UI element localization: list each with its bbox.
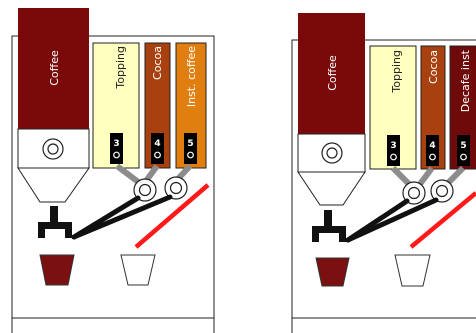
canister-number-badge — [387, 135, 400, 166]
canister-number-badge — [184, 133, 197, 164]
mixer-left-icon — [402, 181, 426, 205]
valve-icon — [113, 151, 120, 159]
mixer-left-icon — [133, 178, 157, 202]
coffee-hopper — [298, 13, 365, 134]
grinder-target-icon — [321, 142, 343, 164]
dispense-tubes — [71, 194, 173, 240]
empty-cup — [120, 254, 156, 286]
canister-label: Topping — [114, 46, 127, 90]
canister-label: Cocoa — [427, 50, 440, 84]
machine-1: Coffee Topping 3 Cocoa — [11, 8, 215, 333]
red-bar — [409, 191, 476, 249]
canister-label: Inst. coffee — [185, 46, 198, 107]
canister-label: Topping — [390, 50, 403, 94]
canister-number: 5 — [460, 141, 466, 151]
coffee-hopper-label: Coffee — [326, 55, 339, 91]
canister-inst-coffee: Inst. coffee 5 — [175, 42, 207, 169]
empty-cup — [394, 254, 431, 287]
coffee-hopper-label: Coffee — [48, 50, 61, 86]
canister-number-badge — [457, 135, 470, 166]
canister-decafe-inst: Decafe inst 5 — [449, 45, 476, 170]
canister-number: 5 — [187, 139, 193, 149]
canister-topping: Topping 3 — [92, 42, 140, 169]
brewer-icon — [312, 210, 346, 242]
canister-number: 3 — [390, 141, 396, 151]
canister-topping: Topping 3 — [369, 45, 417, 170]
valve-icon — [154, 151, 161, 159]
valve-icon — [187, 151, 194, 159]
valve-icon — [460, 153, 467, 161]
mixer-right-icon — [430, 179, 454, 203]
feed-bars — [390, 165, 466, 189]
dispense-tubes — [345, 197, 439, 243]
canister-number: 4 — [154, 139, 160, 149]
machine-cabinet — [291, 39, 476, 333]
grinder-funnel — [17, 167, 90, 203]
canister-number-badge — [110, 133, 123, 164]
coffee-cup-filled — [39, 254, 75, 286]
valve-icon — [429, 153, 436, 161]
canister-number: 3 — [113, 139, 119, 149]
canister-label: Cocoa — [151, 46, 164, 80]
canister-label: Decafe inst — [459, 49, 472, 112]
valve-icon — [390, 153, 397, 161]
red-bar — [134, 183, 210, 249]
machine-2: Coffee Topping 3 Cocoa — [291, 13, 476, 333]
mixer-right-icon — [164, 176, 188, 200]
canister-number-badge — [426, 135, 439, 166]
brewer-icon — [38, 206, 72, 238]
canister-cocoa: Cocoa 4 — [144, 42, 171, 169]
grinder-target-icon — [42, 138, 64, 160]
canister-number-badge — [151, 133, 164, 164]
coffee-cup-filled — [315, 257, 350, 287]
canister-cocoa: Cocoa 4 — [420, 45, 446, 170]
canister-number: 4 — [429, 141, 435, 151]
coffee-hopper — [18, 8, 89, 129]
grinder-funnel — [297, 171, 366, 206]
machine-cabinet — [11, 35, 215, 333]
